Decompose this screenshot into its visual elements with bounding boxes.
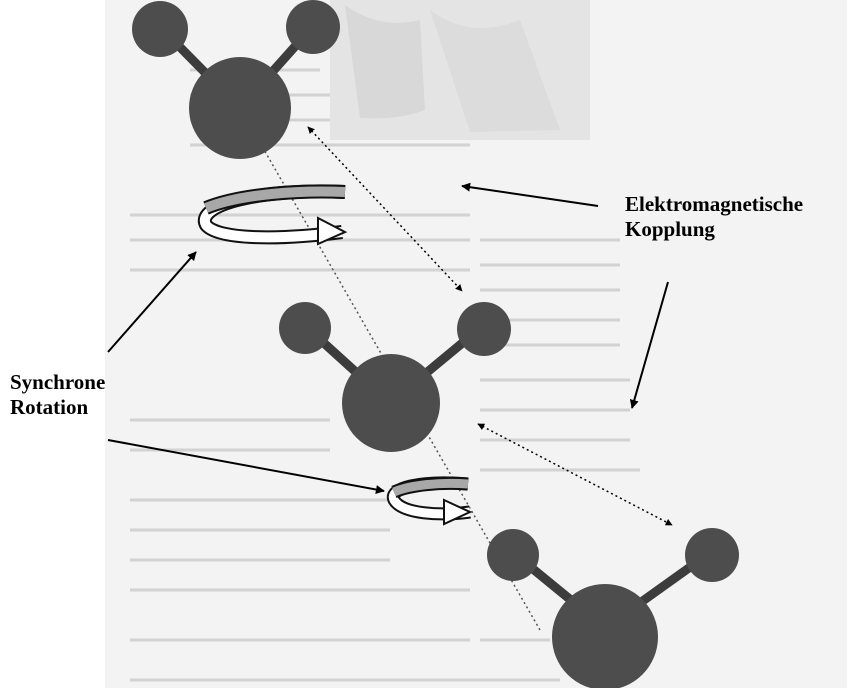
coupling-arrow-middle-bottom	[477, 423, 673, 526]
molecule-middle	[279, 302, 511, 452]
small-atom	[457, 302, 511, 356]
label-synchronous-rotation: Synchrone Rotation	[10, 370, 105, 420]
label-line: Rotation	[10, 395, 89, 419]
molecule-bottom	[487, 528, 739, 690]
small-atom	[286, 0, 340, 54]
label-line: Kopplung	[625, 217, 715, 241]
large-atom	[189, 57, 291, 159]
large-atom	[552, 584, 658, 690]
small-atom	[487, 529, 539, 581]
pointer-arrow-rotation-top	[107, 251, 197, 353]
pointer-arrow-coupling-top	[461, 182, 599, 207]
small-atom	[132, 1, 188, 57]
rotation-band-middle	[386, 476, 473, 526]
pointer-arrow-coupling-bottom	[629, 281, 669, 409]
rotation-band-top	[197, 184, 348, 246]
label-line: Elektromagnetische	[625, 192, 804, 216]
molecule-top	[132, 0, 340, 159]
label-electromagnetic-coupling: Elektromagnetische Kopplung	[625, 192, 803, 242]
small-atom	[279, 302, 331, 354]
small-atom	[685, 528, 739, 582]
large-atom	[342, 354, 440, 452]
label-line: Synchrone	[10, 370, 106, 394]
pointer-arrow-rotation-bottom	[107, 439, 385, 494]
